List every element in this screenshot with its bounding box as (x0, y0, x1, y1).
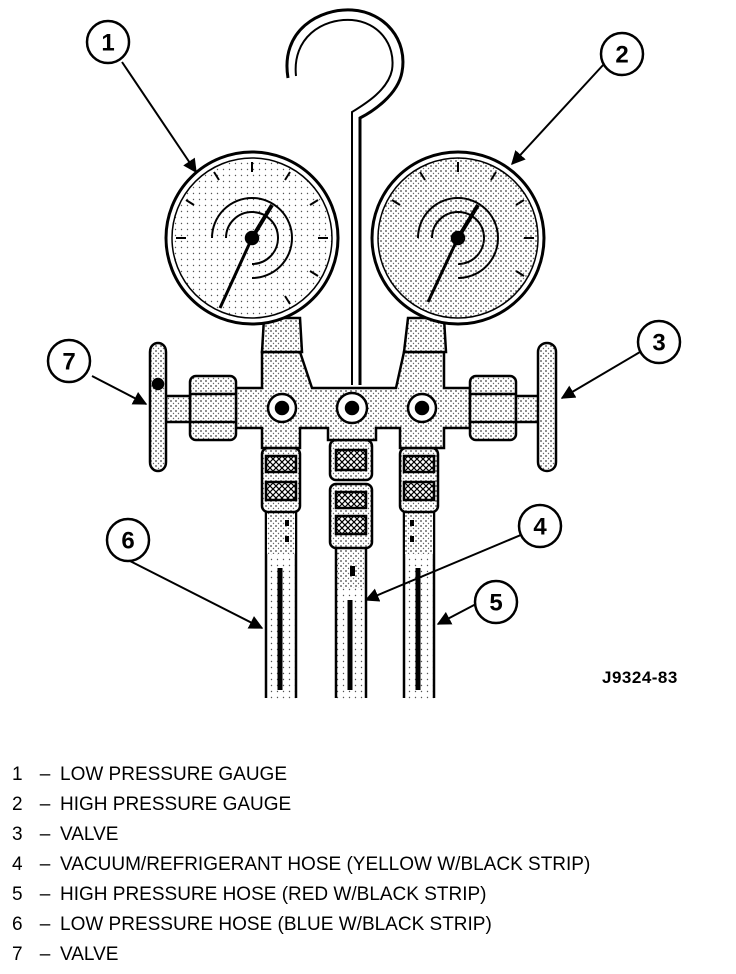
legend-number: 6 (12, 914, 23, 935)
manifold-gauge-set-illustration: 1 2 3 7 6 4 5 (46, 8, 682, 702)
manifold-body (164, 316, 542, 450)
callout-3: 3 (652, 330, 665, 357)
legend-dash: – (39, 854, 51, 875)
legend-text: VALVE (60, 944, 119, 965)
legend-item: 2–HIGH PRESSURE GAUGE (12, 792, 590, 822)
legend-dash: – (39, 764, 51, 785)
callout-5: 5 (489, 590, 502, 617)
legend-text: VALVE (60, 824, 119, 845)
legend-text: HIGH PRESSURE GAUGE (60, 794, 292, 815)
leader-lines (91, 61, 641, 629)
legend-item: 4–VACUUM/REFRIGERANT HOSE (YELLOW W/BLAC… (12, 852, 590, 882)
callout-7: 7 (62, 349, 75, 376)
legend-number: 3 (12, 824, 23, 845)
callout-4: 4 (533, 514, 547, 541)
legend-number: 2 (12, 794, 23, 815)
legend-text: LOW PRESSURE GAUGE (60, 764, 287, 785)
callout-2: 2 (615, 42, 628, 69)
legend-item: 1–LOW PRESSURE GAUGE (12, 762, 590, 792)
hose-fittings (260, 438, 440, 550)
low-pressure-gauge (164, 150, 340, 326)
callout-circles (46, 19, 682, 625)
legend-item: 5–HIGH PRESSURE HOSE (RED W/BLACK STRIP) (12, 882, 590, 912)
legend-dash: – (39, 914, 51, 935)
figure-code: J9324-83 (602, 668, 678, 687)
legend-text: VACUUM/REFRIGERANT HOSE (YELLOW W/BLACK … (60, 854, 591, 875)
right-valve-handle (536, 341, 558, 473)
legend-number: 7 (12, 944, 23, 965)
high-pressure-hose (402, 512, 436, 702)
legend-item: 7–VALVE (12, 942, 590, 972)
legend-item: 3–VALVE (12, 822, 590, 852)
legend-number: 5 (12, 884, 23, 905)
legend-dash: – (39, 824, 51, 845)
legend-dash: – (39, 944, 51, 965)
legend-text: LOW PRESSURE HOSE (BLUE W/BLACK STRIP) (60, 914, 492, 935)
left-valve-handle (148, 341, 168, 473)
legend-number: 4 (12, 854, 23, 875)
callout-6: 6 (121, 528, 134, 555)
legend-item: 6–LOW PRESSURE HOSE (BLUE W/BLACK STRIP) (12, 912, 590, 942)
parts-legend: 1–LOW PRESSURE GAUGE 2–HIGH PRESSURE GAU… (12, 762, 590, 972)
vacuum-refrigerant-hose (334, 548, 368, 702)
callout-1: 1 (101, 30, 114, 57)
legend-dash: – (39, 794, 51, 815)
legend-number: 1 (12, 764, 23, 785)
legend-dash: – (39, 884, 51, 905)
hanger-hook (285, 8, 405, 385)
legend-text: HIGH PRESSURE HOSE (RED W/BLACK STRIP) (60, 884, 487, 905)
high-pressure-gauge (370, 150, 546, 326)
low-pressure-hose (264, 512, 298, 702)
